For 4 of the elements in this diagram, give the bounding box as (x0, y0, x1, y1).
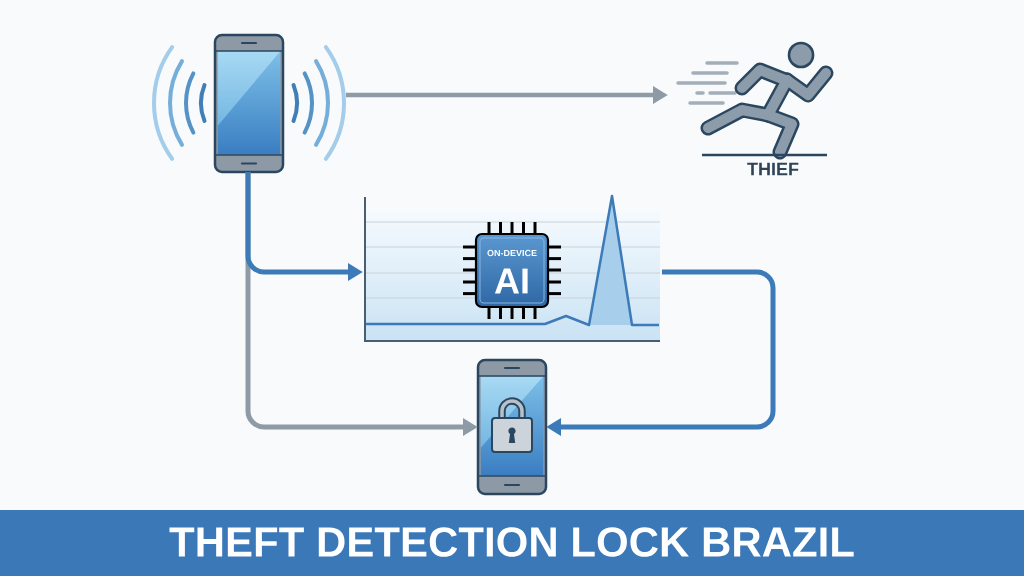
processor-chip: ON-DEVICE AI (463, 222, 561, 319)
title-banner: THEFT DETECTION LOCK BRAZIL (0, 510, 1024, 576)
figure-caption: THIEF (747, 162, 799, 176)
locked-phone-icon (476, 358, 548, 496)
